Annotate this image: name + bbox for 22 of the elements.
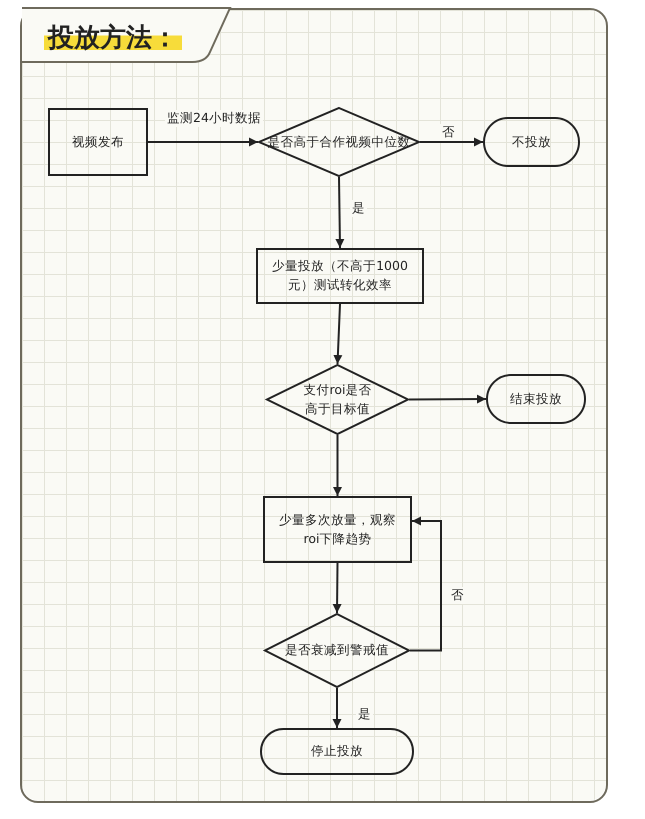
terminal-box: 结束投放 bbox=[486, 374, 586, 424]
arrow bbox=[409, 394, 486, 404]
process-box: 少量投放（不高于1000元）测试转化效率 bbox=[256, 248, 424, 304]
edge-label: 否 bbox=[440, 124, 457, 141]
edge-label: 是 bbox=[356, 706, 373, 723]
decision-diamond: 是否衰减到警戒值 bbox=[264, 613, 410, 688]
arrow bbox=[148, 138, 258, 146]
arrow bbox=[332, 562, 342, 614]
decision-diamond: 支付roi是否高于目标值 bbox=[266, 364, 409, 435]
edge-label: 是 bbox=[350, 200, 367, 217]
arrow bbox=[420, 138, 483, 146]
arrow bbox=[333, 435, 342, 496]
process-box: 视频发布 bbox=[48, 108, 148, 176]
terminal-box: 停止投放 bbox=[260, 728, 414, 775]
arrow bbox=[332, 688, 342, 728]
process-box: 少量多次放量，观察roi下降趋势 bbox=[263, 496, 412, 563]
arrow bbox=[335, 176, 344, 248]
arrow bbox=[410, 516, 442, 652]
edge-label: 监测24小时数据 bbox=[165, 110, 263, 127]
edge-label: 否 bbox=[449, 587, 466, 604]
terminal-box: 不投放 bbox=[483, 117, 580, 167]
arrow bbox=[333, 304, 342, 364]
